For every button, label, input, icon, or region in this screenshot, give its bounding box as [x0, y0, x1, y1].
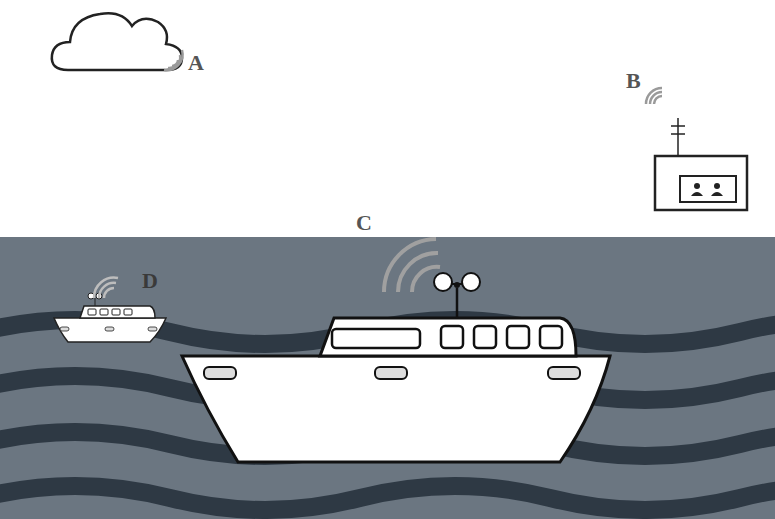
cloud-signal [164, 50, 183, 70]
waves [0, 320, 775, 510]
big-ship-signal [384, 239, 440, 292]
big-ship [182, 273, 610, 462]
ground-station [655, 118, 747, 210]
callout-letter: C [356, 212, 372, 234]
callout-letter: D [142, 270, 158, 292]
sky [0, 0, 775, 237]
cloud [52, 13, 182, 70]
callout-letter: A [188, 52, 204, 74]
callout-letter: B [626, 70, 641, 92]
small-ship [54, 293, 166, 342]
station-signal [646, 88, 662, 104]
small-ship-signal [94, 278, 118, 298]
